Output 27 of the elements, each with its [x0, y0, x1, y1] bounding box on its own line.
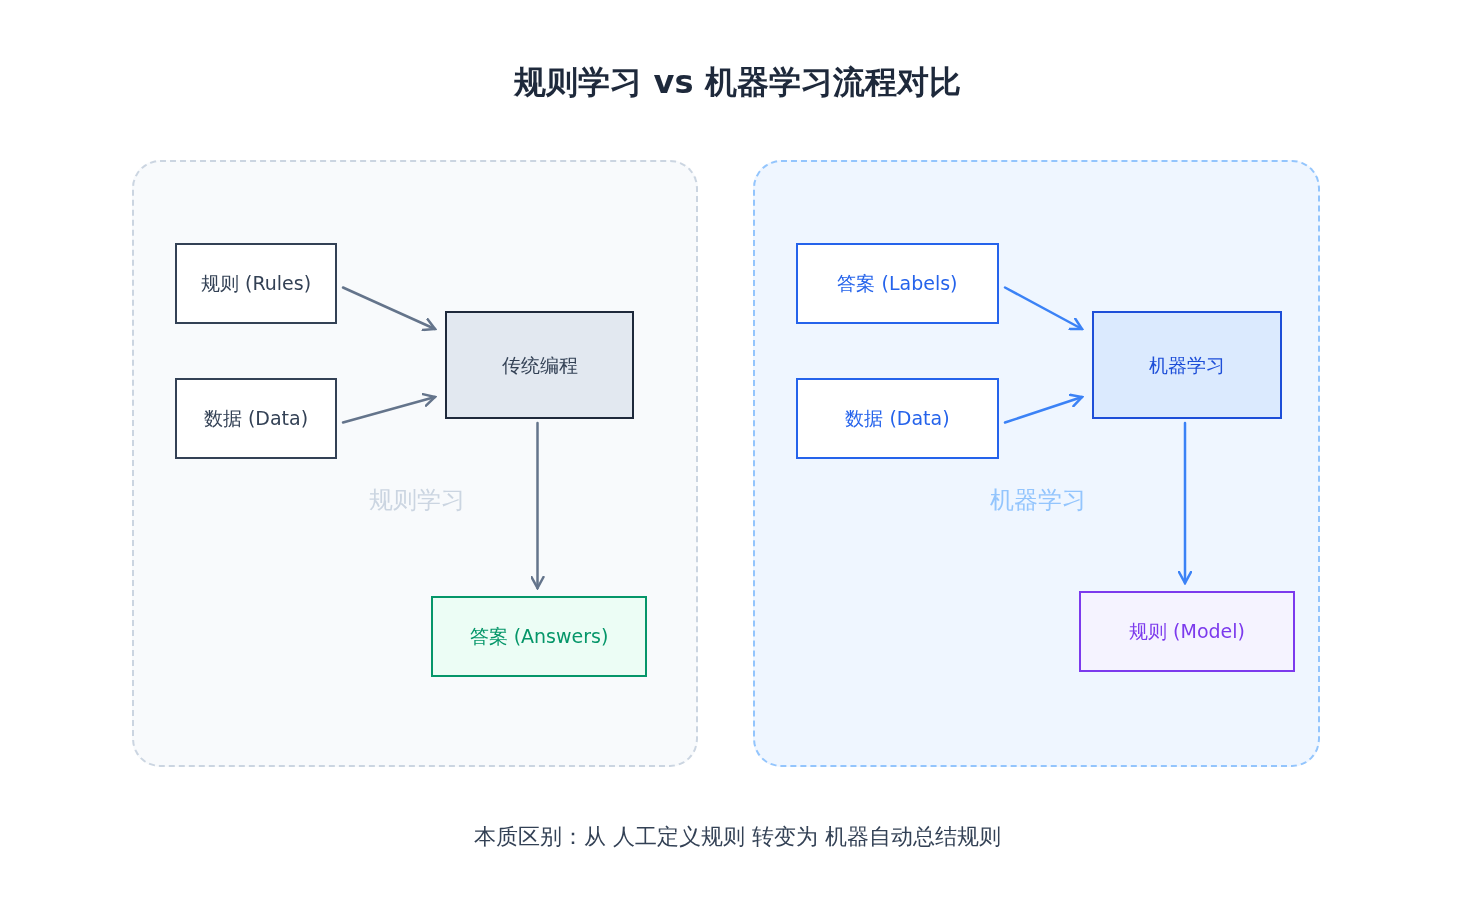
arrow [1003, 286, 1084, 331]
arrow [530, 421, 545, 590]
node-label: 数据 (Data) [203, 406, 309, 432]
group-label: 机器学习 [990, 485, 1086, 516]
caption: 本质区别：从 人工定义规则 转变为 机器自动总结规则 [474, 823, 1001, 851]
node-label: 传统编程 [501, 352, 578, 378]
arrow [341, 286, 437, 332]
node-label: 机器学习 [1149, 352, 1225, 378]
arrow [1003, 393, 1084, 424]
node-label: 答案 (Answers) [469, 624, 609, 650]
node-label: 规则 (Model) [1129, 619, 1245, 645]
input-box [175, 243, 337, 324]
input-box [796, 243, 999, 324]
group-panel [753, 160, 1320, 767]
output-box [1079, 591, 1295, 672]
input-box [796, 378, 999, 459]
output-box [431, 596, 647, 677]
process-box [1092, 311, 1282, 419]
process-box [445, 311, 634, 419]
group-panel [132, 160, 698, 767]
node-label: 数据 (Data) [845, 406, 950, 432]
arrow [341, 392, 437, 424]
node-label: 答案 (Labels) [837, 271, 958, 297]
arrow [1177, 421, 1193, 585]
diagram-title: 规则学习 vs 机器学习流程对比 [514, 62, 961, 103]
node-label: 规则 (Rules) [200, 271, 312, 297]
input-box [175, 378, 337, 459]
